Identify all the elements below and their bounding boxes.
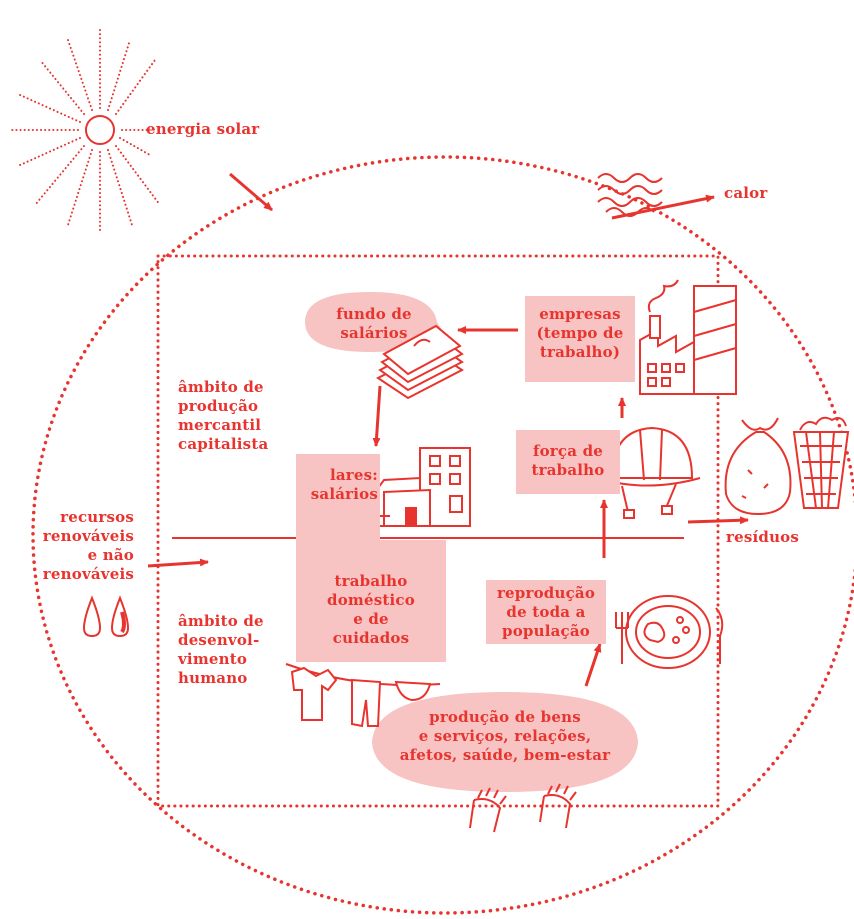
trash-bag-icon bbox=[724, 417, 792, 516]
empresas-box bbox=[525, 296, 635, 382]
plate-cutlery-icon bbox=[615, 595, 724, 669]
house-icon bbox=[366, 447, 471, 527]
ambito-producao-label: âmbito de produção mercantil capitalista bbox=[178, 378, 269, 453]
recursos-label: recursos renováveis e não renováveis bbox=[42, 508, 134, 583]
empresas-label: empresas (tempo de trabalho) bbox=[536, 305, 624, 361]
lares-box bbox=[296, 454, 380, 540]
biosphere-circle bbox=[31, 155, 854, 915]
hands-icon bbox=[469, 783, 577, 833]
arrow-resources-in bbox=[147, 558, 209, 568]
water-drops-icon bbox=[82, 595, 130, 638]
money-stack-icon bbox=[376, 324, 464, 400]
heat-waves-icon bbox=[597, 173, 663, 217]
arrow-goods-to-reproducao bbox=[584, 643, 602, 687]
forca-de-trabalho-label: força de trabalho bbox=[531, 442, 605, 479]
trabalho-domestico-box bbox=[296, 540, 446, 662]
wage-fund-bubble bbox=[305, 292, 448, 352]
fundo-de-salarios-label: fundo de salários bbox=[336, 305, 412, 342]
arrow-solar-in bbox=[229, 172, 273, 212]
reproducao-box bbox=[486, 580, 606, 644]
calor-label: calor bbox=[724, 184, 768, 202]
energia-solar-label: energia solar bbox=[146, 120, 260, 138]
clothesline-icon bbox=[285, 663, 441, 728]
sun-icon bbox=[11, 29, 161, 233]
arrow-heat-out bbox=[611, 194, 715, 220]
arrow-waste-out bbox=[687, 516, 749, 525]
arrow-fund-to-lares bbox=[372, 385, 382, 447]
residuos-label: resíduos bbox=[726, 528, 800, 546]
lares-salarios-label: lares: salários bbox=[310, 466, 378, 503]
goods-bubble bbox=[372, 692, 638, 792]
trabalho-domestico-label: trabalho doméstico e de cuidados bbox=[327, 572, 415, 647]
hard-hat-icon bbox=[603, 426, 701, 519]
ambito-desenvolvimento-label: âmbito de desenvol- vimento humano bbox=[178, 612, 264, 687]
factory-icon bbox=[639, 279, 737, 395]
forca-box bbox=[516, 430, 620, 494]
economy-frame bbox=[156, 254, 720, 808]
producao-de-bens-label: produção de bens e serviços, relações, a… bbox=[399, 708, 611, 764]
trash-basket-icon bbox=[792, 416, 850, 509]
reproducao-label: reprodução de toda a população bbox=[496, 584, 596, 640]
